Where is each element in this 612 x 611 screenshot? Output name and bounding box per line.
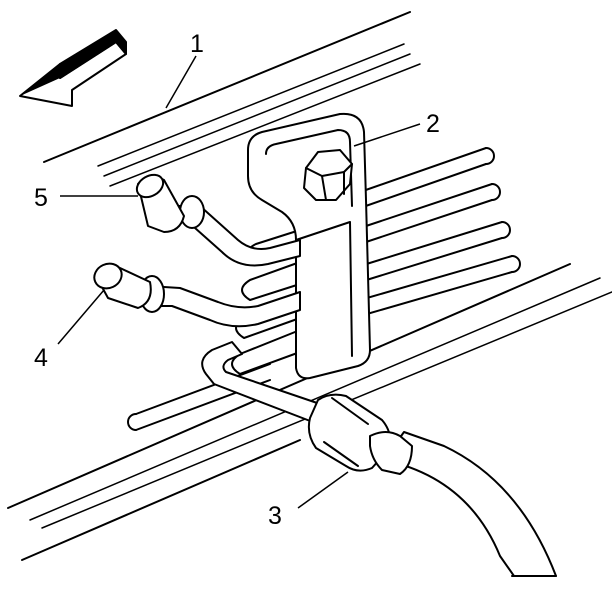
leader-2 <box>353 123 421 147</box>
callout-5: 5 <box>34 184 48 212</box>
callout-4: 4 <box>34 344 48 372</box>
cooler-pipe-lower <box>93 262 301 328</box>
leader-3 <box>297 471 349 509</box>
leader-4 <box>57 289 105 345</box>
cooler-hose <box>383 431 557 577</box>
leader-lines <box>57 55 421 509</box>
fitting-nut <box>307 393 413 475</box>
cooler-tubes <box>127 147 521 431</box>
leader-1 <box>165 55 197 109</box>
bolt <box>303 149 353 201</box>
callout-2: 2 <box>426 110 440 138</box>
cooler-pipe-upper <box>135 173 301 267</box>
callout-3: 3 <box>268 502 282 530</box>
front-direction-arrow-icon <box>19 29 127 107</box>
callout-1: 1 <box>190 30 204 58</box>
radiator-panel <box>7 11 612 561</box>
